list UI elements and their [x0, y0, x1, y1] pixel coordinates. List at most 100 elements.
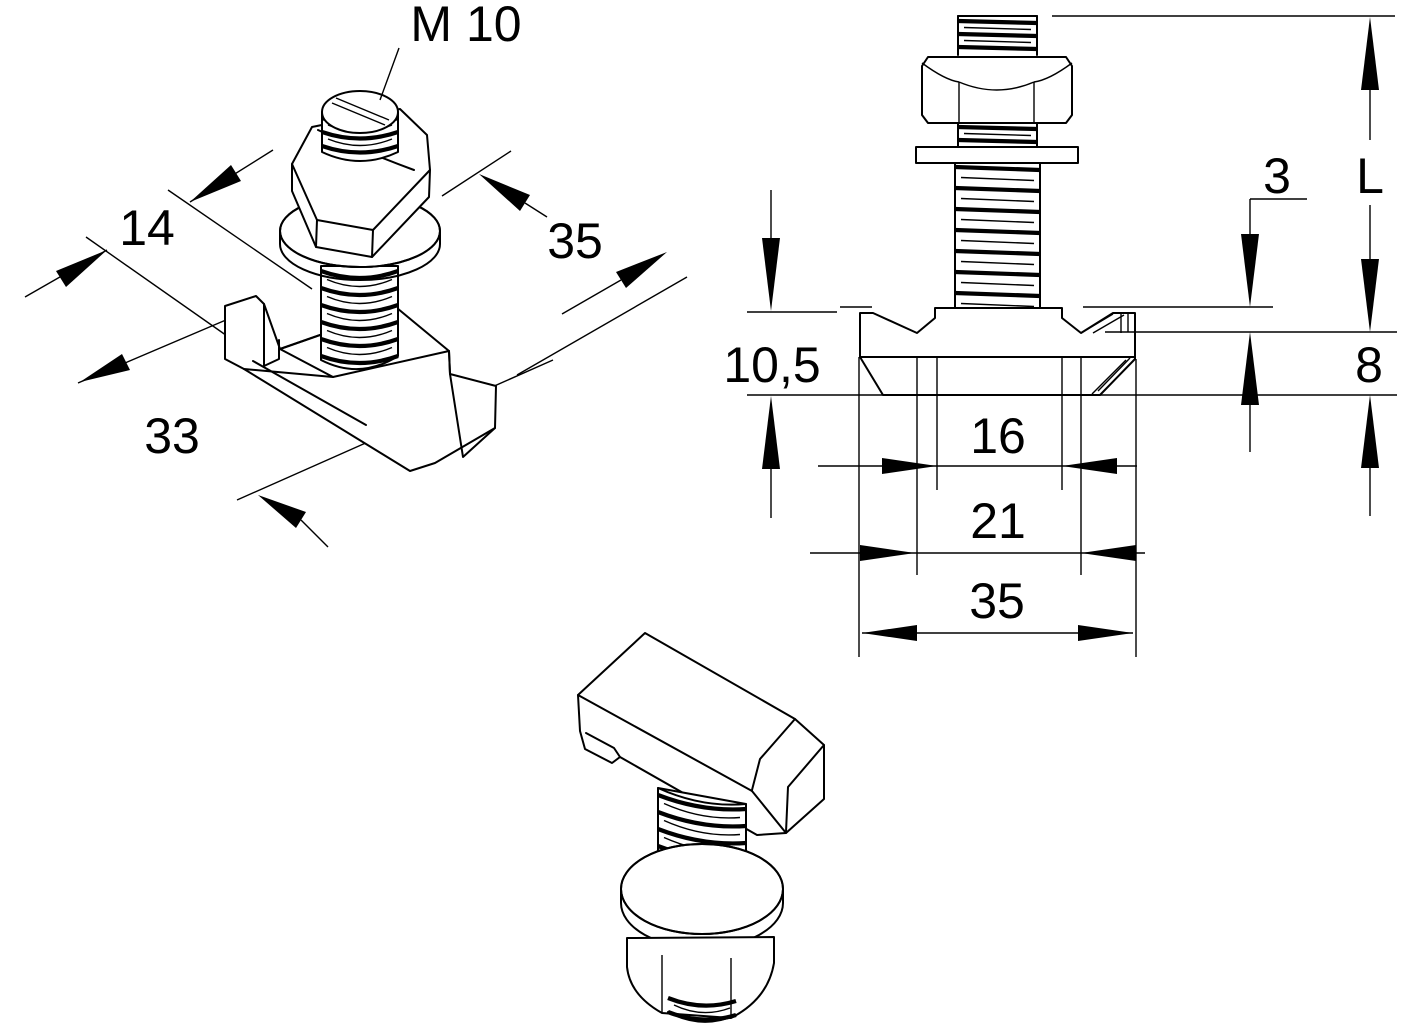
- label-dim-16: 16: [970, 408, 1026, 464]
- drawing-line: [751, 718, 796, 791]
- thread-line: [963, 26, 1032, 31]
- drawing-line: [1033, 62, 1073, 83]
- dim-10-5: [762, 190, 780, 518]
- thread-line: [320, 320, 399, 332]
- drawing-line: [449, 373, 496, 458]
- thread-line: [960, 218, 1035, 224]
- drawing-line: [785, 744, 825, 833]
- thread-line: [321, 144, 399, 155]
- bolt-shaft-iso: [320, 265, 399, 370]
- drawing-line: [448, 350, 451, 375]
- thread-line: [954, 269, 1041, 278]
- thread-line: [960, 176, 1035, 182]
- thread-line: [657, 793, 747, 812]
- thread-line: [960, 260, 1035, 266]
- thread-line: [954, 164, 1041, 173]
- drawing-line: [1241, 234, 1259, 307]
- drawing-line: [915, 146, 1079, 164]
- drawing-line: [315, 219, 318, 248]
- drawing-line: [320, 269, 399, 366]
- label-dim-8: 8: [1355, 337, 1383, 393]
- thread-line: [960, 302, 1035, 308]
- drawing-line: [921, 62, 960, 83]
- drawing-line: [291, 163, 431, 231]
- thread-line: [321, 130, 399, 141]
- drawing-line: [1081, 545, 1136, 561]
- drawing-line: [1361, 17, 1379, 90]
- thread-line: [326, 278, 393, 288]
- drawing-line: [751, 790, 787, 834]
- thread-line: [957, 31, 1038, 39]
- label-dim-35: 35: [969, 573, 1025, 629]
- label-dim-33: 33: [144, 408, 200, 464]
- drawing-line: [657, 787, 747, 806]
- thread-line: [326, 312, 393, 322]
- collar-thread-elev: [957, 122, 1038, 148]
- thread-line: [673, 1004, 731, 1014]
- washer-elev: [915, 146, 1079, 164]
- drawing-line: [1062, 458, 1117, 474]
- dim-L: [1361, 17, 1379, 332]
- view-elevation: 3 L 8 10,5 16 21 35: [723, 15, 1397, 657]
- thread-line: [957, 18, 1038, 26]
- drawing-line: [859, 307, 1136, 396]
- arrow-35-upper: [479, 174, 530, 211]
- drawing-line: [224, 295, 497, 472]
- thread-line: [326, 329, 393, 339]
- thread-line: [954, 290, 1041, 299]
- m10-leader-line: [379, 47, 400, 101]
- thread-line: [326, 295, 393, 305]
- thread-line: [960, 197, 1035, 203]
- thread-line: [963, 39, 1032, 44]
- drawing-line: [524, 202, 548, 218]
- dim-8: [1361, 395, 1379, 516]
- thread-line: [957, 137, 1038, 145]
- shank-thread-elev: [954, 162, 1041, 309]
- thread-line: [326, 346, 393, 356]
- thread-line: [957, 124, 1038, 132]
- drawing-line: [577, 632, 825, 836]
- view-iso-assembled: M 10 14 35 33: [24, 0, 688, 548]
- dim-3: [1241, 198, 1307, 452]
- label-dim-L: L: [1356, 148, 1384, 204]
- drawing-line: [561, 279, 622, 315]
- drawing-line: [1092, 314, 1125, 334]
- drawing-line: [441, 150, 512, 197]
- drawing-line: [516, 276, 688, 376]
- thread-line: [320, 269, 399, 281]
- thread-line: [957, 44, 1038, 52]
- thread-line: [963, 132, 1032, 137]
- label-dim-10-5: 10,5: [723, 337, 820, 393]
- thread-line: [954, 185, 1041, 194]
- label-dim-3: 3: [1263, 148, 1291, 204]
- label-dim-14: 14: [119, 200, 175, 256]
- arrow-33-left: [80, 354, 130, 382]
- thread-line: [954, 248, 1041, 257]
- thread-line: [960, 281, 1035, 287]
- thread-line: [960, 239, 1035, 245]
- arrow-14-upper: [190, 165, 241, 202]
- view-iso-hammerhead: [577, 632, 825, 1023]
- drawing-line: [954, 164, 1041, 308]
- drawing-line: [243, 368, 334, 378]
- thread-line: [320, 303, 399, 315]
- label-dim-21: 21: [970, 493, 1026, 549]
- thread-line: [657, 810, 747, 829]
- drawing-line: [1080, 313, 1114, 334]
- drawing-line: [1097, 357, 1131, 392]
- thread-line: [663, 802, 741, 819]
- dim-14: [24, 149, 313, 339]
- drawing-line: [762, 238, 780, 311]
- drawing-line: [862, 625, 917, 641]
- drawing-line: [957, 124, 1038, 145]
- arrow-14-lower: [56, 250, 107, 287]
- dim-35-elev: [858, 357, 1137, 657]
- drawing-line: [1241, 332, 1259, 405]
- thread-line: [327, 138, 393, 147]
- thread-line: [320, 286, 399, 298]
- thread-line: [667, 996, 737, 1008]
- drawing-line: [1091, 359, 1127, 395]
- thread-line: [320, 354, 399, 366]
- thread-line: [954, 227, 1041, 236]
